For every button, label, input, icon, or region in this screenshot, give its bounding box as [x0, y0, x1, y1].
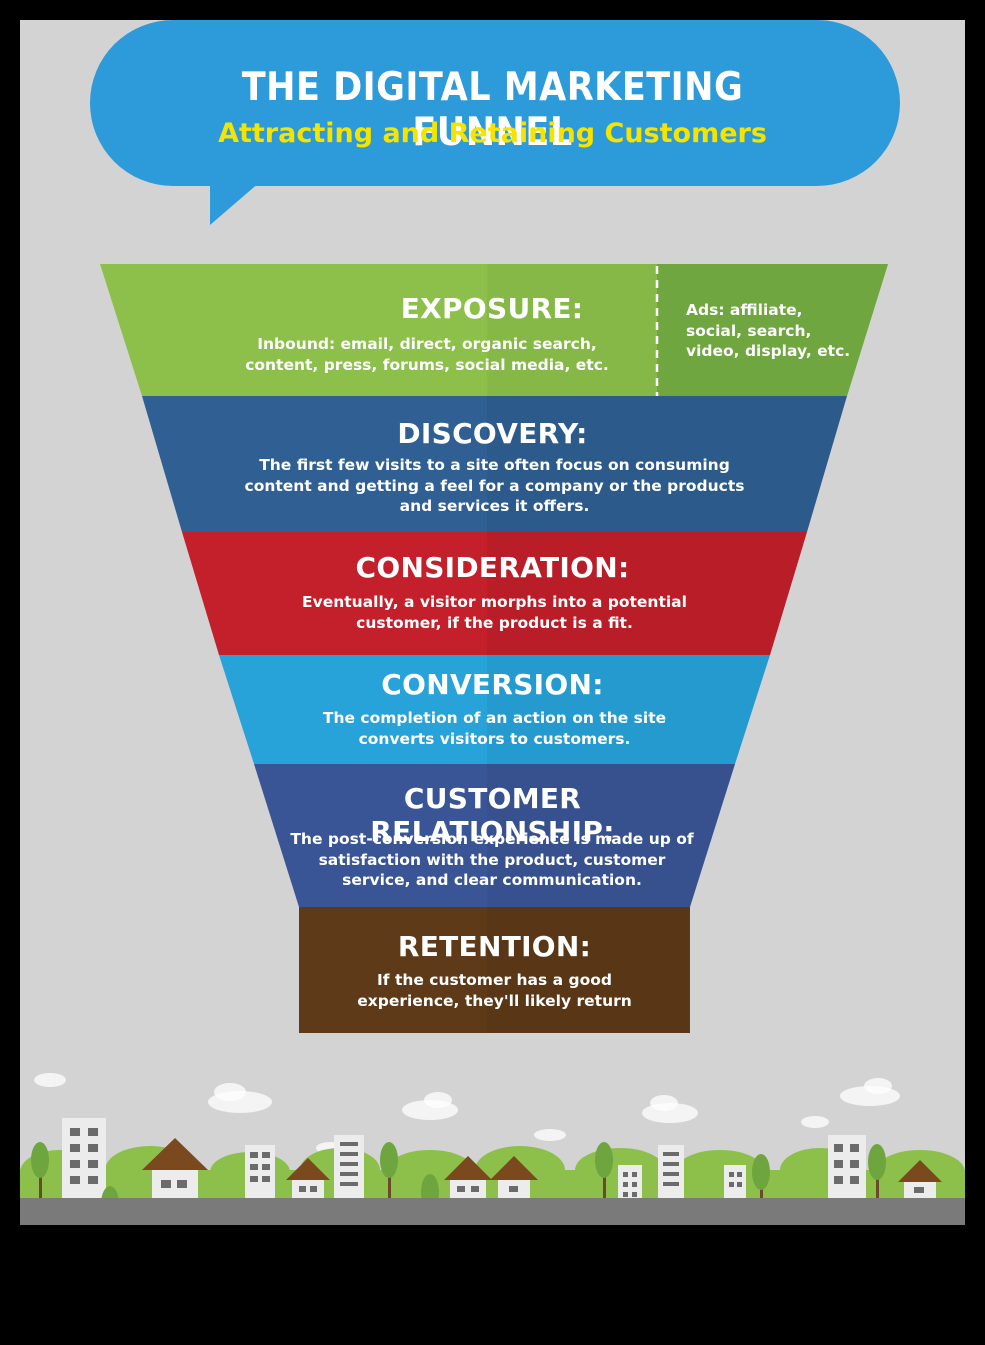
- funnel-graphic: [20, 20, 965, 1225]
- stage-title-conversion: CONVERSION:: [381, 668, 604, 701]
- cloud-group: [34, 1073, 900, 1154]
- page-subtitle: Attracting and Retaining Customers: [218, 118, 767, 149]
- stage-desc-conversion: The completion of an action on the site …: [322, 709, 667, 748]
- stage-desc-customer-relationship: The post-conversion experience is made u…: [290, 830, 694, 889]
- consideration-shade: [487, 532, 807, 655]
- exposure-shade: [487, 264, 657, 396]
- road: [20, 1198, 965, 1225]
- stage-desc-retention: If the customer has a good experience, t…: [357, 971, 632, 1010]
- stage-desc-consideration: Eventually, a visitor morphs into a pote…: [302, 593, 687, 632]
- funnel-stage-customer-relationship: [254, 764, 735, 907]
- stage-side-note-exposure: Ads: affiliate, social, search, video, d…: [686, 301, 851, 360]
- stage-desc-discovery: The first few visits to a site often foc…: [244, 456, 745, 515]
- stage-title-consideration: CONSIDERATION:: [355, 551, 630, 584]
- page-title: THE DIGITAL MARKETING FUNNEL: [241, 65, 744, 155]
- funnel-stage-discovery: [142, 396, 847, 532]
- header-speech-bubble: [90, 20, 900, 225]
- retention-shade: [487, 907, 690, 1033]
- discovery-shade: [487, 396, 847, 532]
- houses: [142, 1138, 942, 1202]
- relationship-shade: [487, 764, 735, 907]
- infographic-canvas: THE DIGITAL MARKETING FUNNEL Attracting …: [20, 20, 965, 1225]
- funnel-stage-consideration: [182, 532, 807, 655]
- stage-title-exposure: EXPOSURE:: [400, 292, 584, 325]
- stage-title-retention: RETENTION:: [397, 930, 592, 963]
- funnel-stage-conversion: [219, 655, 770, 764]
- conversion-shade: [487, 655, 770, 764]
- stage-title-discovery: DISCOVERY:: [397, 417, 588, 450]
- funnel-stage-retention: [299, 907, 690, 1033]
- funnel-stage-exposure-ads: [657, 264, 888, 396]
- stage-desc-exposure: Inbound: email, direct, organic search, …: [245, 335, 609, 374]
- stage-title-customer-relationship: CUSTOMER RELATIONSHIP:: [370, 782, 615, 848]
